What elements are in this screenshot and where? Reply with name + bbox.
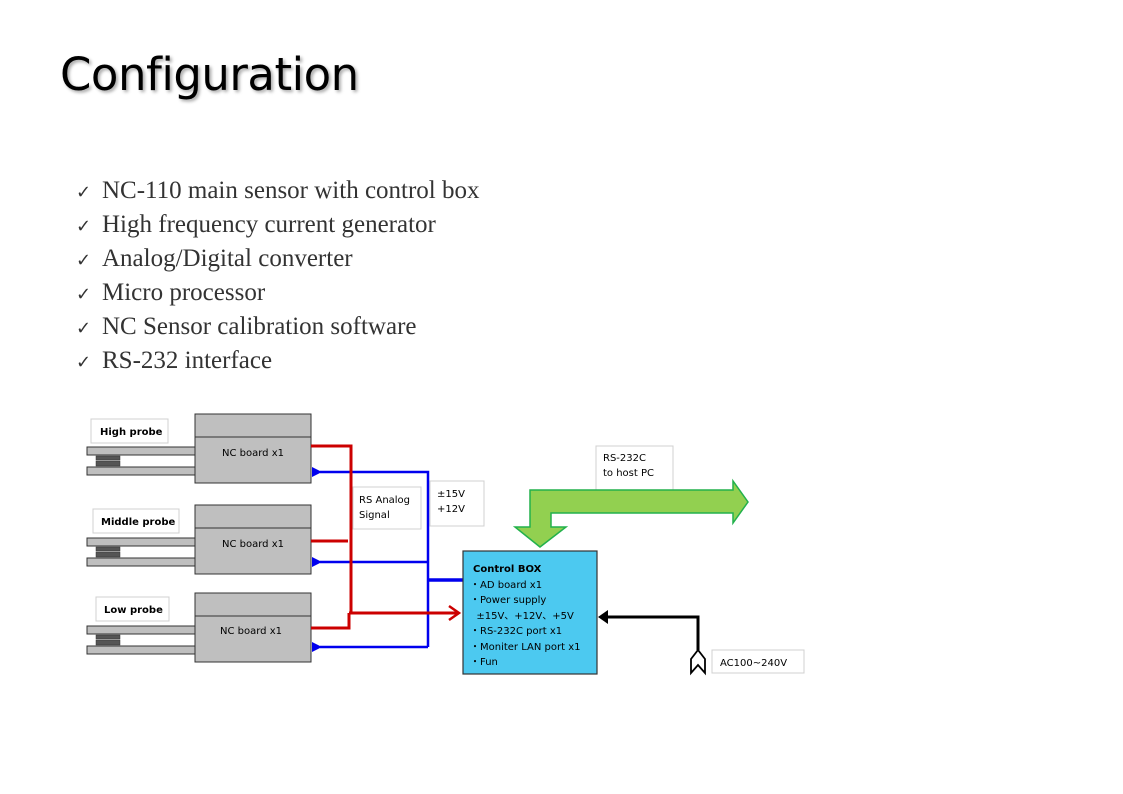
power-label: ±15V [437,489,465,500]
control-box-item: ・Fun [470,657,498,668]
ac-arrowhead [598,610,608,624]
plug-icon [690,648,706,676]
feature-list: ✓ NC-110 main sensor with control box ✓ Hi… [76,175,480,379]
rs232-label-box [595,445,674,491]
check-mark-icon: ✓ [76,318,92,339]
nc-board-box [194,592,312,663]
probe-plate-bottom [86,557,196,567]
check-mark-icon: ✓ [76,284,92,305]
signal-arrowhead [448,604,462,622]
check-mark-icon: ✓ [76,216,92,237]
nc-board-box [194,413,312,484]
probe-sensor [95,639,121,646]
rs232-label: to host PC [603,468,654,479]
check-mark-icon: ✓ [76,250,92,271]
feature-text: NC-110 main sensor with control box [102,177,480,204]
control-box: Control BOX ・AD board x1 ・Power supply ±… [462,550,598,675]
check-mark-icon: ✓ [76,182,92,203]
feature-text: RS-232 interface [102,347,273,374]
low-probe-group: Low probe NC board x1 [86,592,312,663]
feature-item: ✓ Micro processor [76,277,480,311]
slide-title: Configuration [60,48,359,101]
probe-label: High probe [100,427,163,438]
probe-sensor [95,546,121,552]
control-box-item: ・Power supply [470,595,546,606]
ac-line [606,615,700,650]
probe-label: Middle probe [101,517,176,528]
probe-plate-bottom [86,645,196,655]
feature-item: ✓ Analog/Digital converter [76,243,480,277]
signal-line-high [311,444,353,613]
control-box-rect [462,550,598,675]
ac-power-label: AC100~240V [720,658,787,669]
analog-signal-label: Signal [359,510,390,521]
feature-text: Micro processor [102,279,266,306]
probe-label-box [92,508,180,534]
nc-board-box [194,504,312,575]
power-lines [312,467,463,652]
power-label: +12V [437,504,465,515]
power-line-high [312,467,430,647]
probe-sensor [95,460,121,467]
middle-probe-group: Middle probe NC board x1 [86,504,312,575]
probe-label-box [95,596,170,622]
nc-board-label: NC board x1 [222,448,284,459]
feature-item: ✓ NC Sensor calibration software [76,311,480,345]
nc-board-label: NC board x1 [222,539,284,550]
check-mark-icon: ✓ [76,352,92,373]
ac-power-line [598,610,706,676]
feature-item: ✓ High frequency current generator [76,209,480,243]
feature-item: ✓ RS-232 interface [76,345,480,379]
probe-label-box [90,418,169,444]
high-probe-group: High probe NC board x1 [86,413,312,484]
analog-signal-label-box [352,486,422,530]
feature-text: High frequency current generator [102,211,436,238]
rs232-double-arrow [512,478,749,548]
rs232-label: RS-232C [603,453,646,464]
probe-plate-bottom [86,466,196,476]
feature-text: Analog/Digital converter [102,245,353,272]
probe-sensor [95,634,121,640]
nc-board-label: NC board x1 [220,626,282,637]
feature-text: NC Sensor calibration software [102,313,417,340]
ac-power-label-box [711,649,805,674]
probe-plate-top [86,537,196,547]
control-box-item: ±15V、+12V、+5V [470,611,574,622]
control-box-item: ・RS-232C port x1 [470,626,562,637]
probe-sensor [95,551,121,558]
probe-label: Low probe [104,605,163,616]
control-box-title: Control BOX [473,564,542,575]
analog-signal-label: RS Analog [359,495,410,506]
control-box-item: ・Moniter LAN port x1 [470,642,580,653]
probe-sensor [95,455,121,461]
power-label-box [429,480,485,527]
control-box-item: ・AD board x1 [470,580,542,591]
signal-line-low [311,613,351,630]
feature-item: ✓ NC-110 main sensor with control box [76,175,480,209]
signal-lines [311,444,462,630]
probe-plate-top [86,446,196,456]
probe-plate-top [86,625,196,635]
